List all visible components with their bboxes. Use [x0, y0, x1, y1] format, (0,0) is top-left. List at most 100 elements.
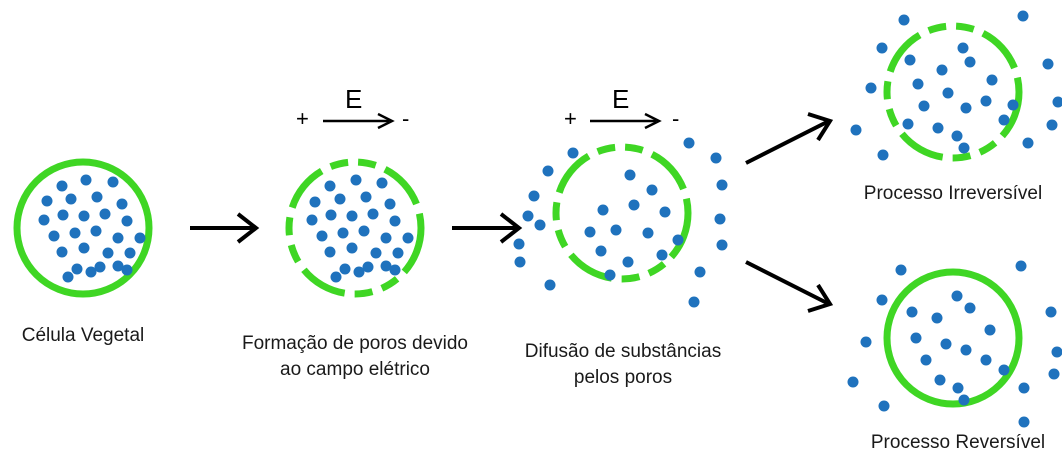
- molecule-dot: [309, 196, 321, 208]
- molecule-dot: [1018, 416, 1030, 428]
- branch-arrow-irreversible: [745, 112, 834, 165]
- reversible-stage: [847, 260, 1062, 428]
- molecule-dot: [898, 14, 910, 26]
- molecule-dot: [38, 214, 50, 226]
- molecule-dot: [112, 260, 124, 272]
- molecule-dot: [107, 176, 119, 188]
- irreversible-label: Processo Irreversível: [848, 181, 1058, 207]
- negative-pole-sign: -: [672, 106, 680, 131]
- molecule-dot: [62, 271, 74, 283]
- molecule-dot: [595, 245, 607, 257]
- molecule-dot: [102, 247, 114, 259]
- molecule-dot: [1042, 58, 1054, 70]
- molecule-dot: [306, 214, 318, 226]
- pore-formation-label: Formação de poros devido ao campo elétri…: [225, 331, 485, 383]
- molecule-dot: [860, 336, 872, 348]
- process-arrow-2: [452, 212, 523, 244]
- molecule-dot: [112, 232, 124, 244]
- molecule-dot: [41, 195, 53, 207]
- molecule-dot: [931, 312, 943, 324]
- molecule-dot: [850, 124, 862, 136]
- molecule-dot: [688, 296, 700, 308]
- molecule-dot: [951, 290, 963, 302]
- molecule-dot: [392, 247, 404, 259]
- molecule-dot: [998, 114, 1010, 126]
- molecule-dot: [514, 256, 526, 268]
- cell-molecules: [513, 137, 728, 308]
- molecule-dot: [65, 193, 77, 205]
- molecule-dot: [85, 266, 97, 278]
- diffusion-stage: [513, 137, 728, 308]
- molecule-dot: [998, 364, 1010, 376]
- molecule-dot: [910, 332, 922, 344]
- plant-cell-stage: [13, 158, 153, 298]
- diffusion-label-line-1: Difusão de substâncias: [524, 341, 722, 362]
- molecule-dot: [57, 209, 69, 221]
- molecule-dot: [597, 204, 609, 216]
- diffusion-label-line-2: pelos poros: [573, 367, 673, 388]
- molecule-dot: [389, 264, 401, 276]
- molecule-dot: [358, 225, 370, 237]
- diffusion-label: Difusão de substâncias pelos poros: [505, 339, 741, 391]
- cell-molecules: [850, 10, 1062, 161]
- negative-pole-sign: -: [402, 106, 410, 131]
- molecule-dot: [980, 95, 992, 107]
- molecule-dot: [353, 266, 365, 278]
- molecule-dot: [121, 215, 133, 227]
- molecule-dot: [683, 137, 695, 149]
- molecule-dot: [567, 147, 579, 159]
- molecule-dot: [642, 227, 654, 239]
- molecule-dot: [604, 269, 616, 281]
- electric-field-indicator-2: [590, 112, 662, 130]
- molecule-dot: [116, 198, 128, 210]
- cell-molecules: [306, 174, 414, 283]
- molecule-dot: [986, 74, 998, 86]
- molecule-dot: [91, 191, 103, 203]
- molecule-dot: [904, 54, 916, 66]
- molecule-dot: [628, 199, 640, 211]
- molecule-dot: [932, 122, 944, 134]
- molecule-dot: [360, 191, 372, 203]
- molecule-dot: [960, 102, 972, 114]
- molecule-dot: [80, 174, 92, 186]
- molecule-dot: [316, 230, 328, 242]
- molecule-dot: [716, 179, 728, 191]
- molecule-dot: [69, 227, 81, 239]
- molecule-dot: [370, 247, 382, 259]
- molecule-dot: [94, 261, 106, 273]
- molecule-dot: [78, 242, 90, 254]
- molecule-dot: [324, 246, 336, 258]
- molecule-dot: [958, 142, 970, 154]
- molecule-dot: [672, 234, 684, 246]
- molecule-dot: [951, 130, 963, 142]
- molecule-dot: [656, 249, 668, 261]
- porous-cell-membrane: [285, 158, 425, 298]
- molecule-dot: [90, 225, 102, 237]
- molecule-dot: [1052, 96, 1062, 108]
- molecule-dot: [912, 78, 924, 90]
- molecule-dot: [542, 165, 554, 177]
- reversible-label-text: Processo Reversível: [870, 432, 1046, 453]
- molecule-dot: [325, 209, 337, 221]
- branch-arrow-reversible: [745, 260, 834, 313]
- plant-cell-label: Célula Vegetal: [18, 323, 148, 349]
- positive-pole-sign: +: [564, 106, 577, 131]
- molecule-dot: [714, 213, 726, 225]
- molecule-dot: [362, 261, 374, 273]
- molecule-dot: [350, 174, 362, 186]
- intact-cell-membrane: [13, 158, 153, 298]
- molecule-dot: [324, 180, 336, 192]
- porous-cell-membrane: [883, 22, 1023, 162]
- molecule-dot: [121, 264, 133, 276]
- molecule-dot: [513, 238, 525, 250]
- molecule-dot: [1018, 382, 1030, 394]
- molecule-dot: [936, 64, 948, 76]
- molecule-dot: [330, 271, 342, 283]
- molecule-dot: [337, 227, 349, 239]
- molecule-dot: [346, 210, 358, 222]
- molecule-dot: [339, 263, 351, 275]
- molecule-dot: [622, 256, 634, 268]
- molecule-dot: [984, 324, 996, 336]
- electric-field-symbol: E: [612, 84, 630, 114]
- molecule-dot: [346, 242, 358, 254]
